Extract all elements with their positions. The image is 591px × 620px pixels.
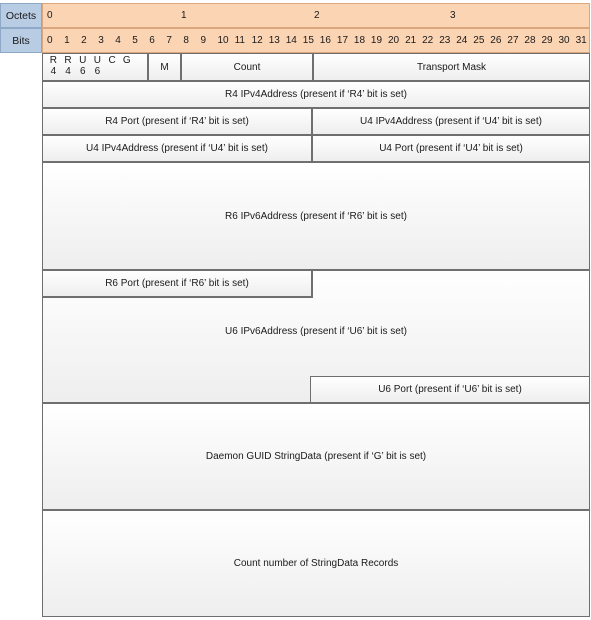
bit-number: 7: [166, 35, 172, 46]
bit-number: 22: [422, 35, 434, 46]
bit-number: 31: [575, 35, 587, 46]
bits-label-text: Bits: [12, 34, 30, 47]
r6-port-field: R6 Port (present if ‘R6’ bit is set): [42, 270, 312, 297]
octet-number: 2: [314, 10, 320, 21]
m-field: M: [148, 53, 181, 81]
r4-ipv4-address-label: R4 IPv4Address (present if ‘R4’ bit is s…: [225, 89, 407, 100]
r4-port-label: R4 Port (present if ‘R4’ bit is set): [105, 116, 249, 127]
stringdata-records-label: Count number of StringData Records: [233, 558, 399, 569]
bit-number: 11: [234, 35, 245, 46]
transport-mask-label: Transport Mask: [416, 61, 487, 73]
bit-number: 17: [336, 35, 349, 46]
bit-number: 21: [405, 35, 417, 46]
flag-bit: 4: [65, 66, 71, 77]
bits-header-label: Bits: [0, 28, 42, 53]
bit-number: 0: [47, 35, 53, 46]
bit-number: 5: [132, 35, 138, 46]
r4-ipv4-address-field: R4 IPv4Address (present if ‘R4’ bit is s…: [42, 81, 590, 108]
flag-bit: 4: [50, 66, 57, 77]
bit-number: 24: [456, 35, 468, 46]
flag-bit: R: [64, 55, 72, 66]
octet-number: 1: [181, 10, 187, 21]
r4-port-field: R4 Port (present if ‘R4’ bit is set): [42, 108, 312, 135]
bit-number: 23: [439, 35, 451, 46]
u4-port-label: U4 Port (present if ‘U4’ bit is set): [379, 143, 523, 154]
bit-number: 8: [183, 35, 189, 46]
daemon-guid-stringdata-field: Daemon GUID StringData (present if ‘G’ b…: [42, 403, 590, 510]
flag-bit: R: [49, 55, 57, 66]
u4-port-field: U4 Port (present if ‘U4’ bit is set): [312, 135, 590, 162]
flag-bits-row-letters: R R U U C G: [46, 55, 134, 66]
bit-number: 6: [149, 35, 155, 46]
transport-mask-field: Transport Mask: [313, 53, 590, 81]
bit-number: 26: [490, 35, 502, 46]
stringdata-records-field: Count number of StringData Records: [42, 510, 590, 617]
flag-bit: C: [108, 55, 116, 66]
bit-number: 4: [115, 35, 121, 46]
r6-port-label: R6 Port (present if ‘R6’ bit is set): [105, 278, 249, 289]
flag-bit: U: [79, 55, 87, 66]
octets-header-band: 0 1 2 3: [42, 3, 590, 28]
bit-number: 12: [251, 35, 263, 46]
u4-ipv4-address-field: U4 IPv4Address (present if ‘U4’ bit is s…: [312, 108, 590, 135]
bit-number: 1: [64, 35, 70, 46]
bit-number: 2: [81, 35, 87, 46]
flag-bit: 6: [94, 66, 101, 77]
octets-label-text: Octets: [5, 9, 37, 22]
u4-ipv4-address-continued-label: U4 IPv4Address (present if ‘U4’ bit is s…: [86, 143, 268, 154]
bit-number: 25: [473, 35, 485, 46]
r6-ipv6-address-field: R6 IPv6Address (present if ‘R6’ bit is s…: [42, 162, 590, 270]
bit-number: 15: [302, 35, 314, 46]
bit-number: 3: [98, 35, 104, 46]
bit-number: 27: [507, 35, 519, 46]
u4-ipv4-address-continued-field: U4 IPv4Address (present if ‘U4’ bit is s…: [42, 135, 312, 162]
bit-number: 20: [388, 35, 400, 46]
bit-number: 9: [200, 35, 207, 46]
bit-number: 14: [285, 35, 297, 46]
daemon-guid-stringdata-label: Daemon GUID StringData (present if ‘G’ b…: [205, 451, 427, 462]
bit-number: 30: [558, 35, 570, 46]
count-field-label: Count: [233, 61, 261, 73]
flag-bits-field: R R U U C G 4 4 6 6: [42, 53, 148, 81]
bit-number: 10: [217, 35, 229, 46]
count-field: Count: [181, 53, 313, 81]
flag-bits-row-digits: 4 4 6 6: [46, 66, 134, 77]
octet-number: 3: [450, 10, 456, 21]
r6-ipv6-address-label: R6 IPv6Address (present if ‘R6’ bit is s…: [225, 210, 407, 222]
flag-bit: 6: [79, 66, 86, 77]
bit-number: 29: [541, 35, 553, 46]
octet-number: 0: [47, 10, 53, 21]
octets-header-label: Octets: [0, 3, 42, 28]
flag-bit: U: [93, 55, 102, 66]
u6-ipv6-address-label: U6 IPv6Address (present if ‘U6’ bit is s…: [225, 326, 407, 337]
u6-port-field: U6 Port (present if ‘U6’ bit is set): [310, 376, 590, 403]
u6-port-label: U6 Port (present if ‘U6’ bit is set): [378, 384, 522, 395]
flag-bit: G: [122, 55, 131, 66]
bit-number: 19: [370, 35, 383, 46]
bit-number: 16: [319, 35, 331, 46]
m-field-label: M: [160, 61, 169, 73]
bit-number: 13: [268, 35, 280, 46]
bit-number: 28: [524, 35, 536, 46]
u4-ipv4-address-label: U4 IPv4Address (present if ‘U4’ bit is s…: [360, 116, 542, 127]
bit-number: 18: [353, 35, 366, 46]
